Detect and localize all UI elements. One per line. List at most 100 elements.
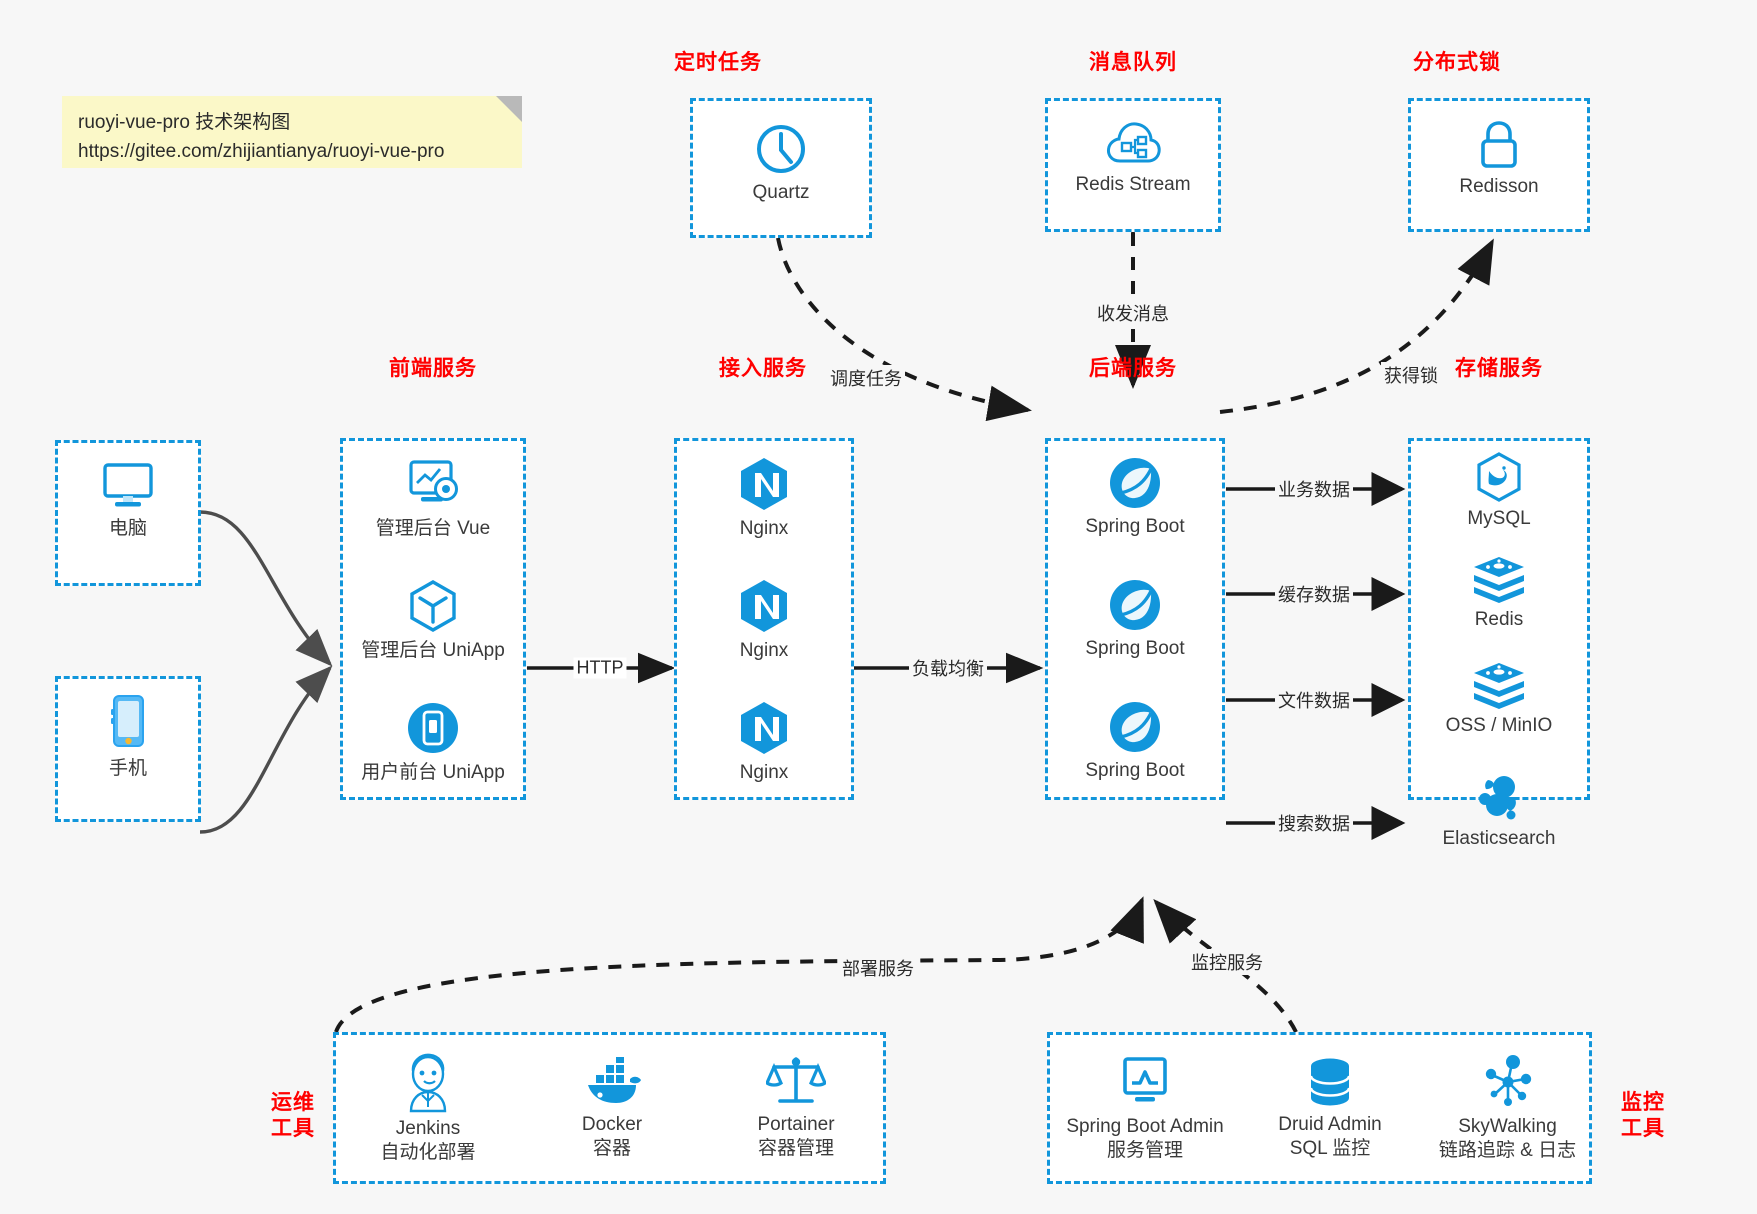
- cube-icon: [410, 580, 456, 632]
- node-quartz[interactable]: Quartz: [693, 121, 869, 205]
- group-title-backend: 后端服务: [1089, 357, 1177, 380]
- node-admin-vue[interactable]: 管理后台 Vue: [343, 455, 523, 541]
- node-spring-boot-admin[interactable]: Spring Boot Admin 服务管理: [1050, 1053, 1240, 1163]
- node-spring-boot-3[interactable]: Spring Boot: [1048, 699, 1222, 783]
- redis-icon: [1474, 557, 1524, 603]
- node-redis-stream[interactable]: Redis Stream: [1048, 117, 1218, 197]
- spring-boot-icon: [1110, 580, 1160, 630]
- node-label-redis: Redis: [1474, 609, 1524, 630]
- clock-icon: [757, 125, 805, 173]
- node-label-desktop: 电脑: [108, 518, 147, 539]
- node-label-elasticsearch: Elasticsearch: [1442, 828, 1556, 849]
- node-label-mysql: MySQL: [1467, 508, 1531, 529]
- node-user-uniapp[interactable]: 用户前台 UniApp: [343, 699, 523, 785]
- node-label-user-uniapp: 用户前台 UniApp: [361, 762, 505, 783]
- node-label-portainer: Portainer: [757, 1114, 835, 1135]
- desktop-icon: [103, 463, 153, 507]
- group-title-gateway: 接入服务: [719, 357, 807, 380]
- edge-clients-to-frontend-top: [199, 510, 333, 667]
- edge-label-search-data: 搜索数据: [1275, 810, 1353, 836]
- spring-boot-icon: [1110, 458, 1160, 508]
- node-label-skywalking: SkyWalking: [1458, 1116, 1557, 1137]
- node-nginx-3[interactable]: Nginx: [677, 699, 851, 785]
- node-nginx-1[interactable]: Nginx: [677, 455, 851, 541]
- note-line-1: ruoyi-vue-pro 技术架构图: [78, 112, 291, 133]
- edge-clients-to-frontend-bottom: [199, 665, 333, 834]
- node-skywalking[interactable]: SkyWalking 链路追踪 & 日志: [1420, 1053, 1595, 1163]
- edge-backend-to-lock: [1219, 238, 1494, 414]
- group-box-scheduled-task[interactable]: Quartz: [690, 98, 872, 238]
- group-box-ops-tools[interactable]: Jenkins 自动化部署 Docker 容器: [333, 1032, 886, 1184]
- monitor-title-line-1: 监控: [1621, 1091, 1665, 1114]
- spring-boot-icon: [1110, 702, 1160, 752]
- node-nginx-2[interactable]: Nginx: [677, 577, 851, 663]
- edge-label-schedule-task: 调度任务: [827, 365, 905, 391]
- node-phone[interactable]: 手机: [58, 693, 198, 781]
- group-box-client-desktop[interactable]: 电脑: [55, 440, 201, 586]
- node-label-docker: Docker: [581, 1114, 643, 1135]
- node-sub-portainer: 容器管理: [757, 1137, 834, 1159]
- group-title-message-queue: 消息队列: [1089, 51, 1177, 74]
- node-jenkins[interactable]: Jenkins 自动化部署: [336, 1051, 520, 1165]
- node-portainer[interactable]: Portainer 容器管理: [704, 1053, 888, 1161]
- edge-ops-to-backend: [334, 896, 1144, 1033]
- nginx-icon: [741, 702, 787, 754]
- lock-icon: [1481, 121, 1517, 168]
- redis-icon: [1474, 663, 1524, 709]
- group-box-monitor-tools[interactable]: Spring Boot Admin 服务管理 Druid Admin SQL 监…: [1047, 1032, 1592, 1184]
- node-oss-minio[interactable]: OSS / MinIO: [1411, 662, 1587, 738]
- group-box-storage[interactable]: MySQL Redis: [1408, 438, 1590, 849]
- group-box-gateway[interactable]: Nginx Nginx Nginx: [674, 438, 854, 800]
- nginx-icon: [741, 458, 787, 510]
- node-spring-boot-1[interactable]: Spring Boot: [1048, 455, 1222, 539]
- dashboard-icon: [409, 460, 458, 502]
- node-label-nginx-3: Nginx: [739, 762, 789, 783]
- mysql-icon: [1477, 452, 1521, 502]
- node-spring-boot-2[interactable]: Spring Boot: [1048, 577, 1222, 661]
- edge-label-send-receive-message: 收发消息: [1094, 300, 1172, 326]
- group-box-message-queue[interactable]: Redis Stream: [1045, 98, 1221, 232]
- node-label-spring-boot-2: Spring Boot: [1085, 638, 1185, 659]
- node-label-redis-stream: Redis Stream: [1075, 174, 1191, 195]
- skywalking-icon: [1485, 1055, 1531, 1106]
- edge-label-acquire-lock: 获得锁: [1381, 362, 1441, 388]
- group-title-scheduled-task: 定时任务: [674, 51, 762, 74]
- node-label-oss-minio: OSS / MinIO: [1445, 715, 1553, 736]
- sticky-note: ruoyi-vue-pro 技术架构图 https://gitee.com/zh…: [62, 96, 522, 168]
- node-label-spring-boot-admin: Spring Boot Admin: [1066, 1116, 1224, 1137]
- ops-title-line-2: 工具: [271, 1117, 315, 1141]
- nginx-icon: [741, 580, 787, 632]
- node-sub-docker: 容器: [592, 1137, 631, 1159]
- node-sub-spring-boot-admin: 服务管理: [1106, 1139, 1183, 1161]
- group-box-frontend[interactable]: 管理后台 Vue 管理后台 UniApp 用户前台 UniApp: [340, 438, 526, 800]
- node-redis[interactable]: Redis: [1411, 556, 1587, 632]
- node-label-jenkins: Jenkins: [395, 1118, 461, 1139]
- node-label-redisson: Redisson: [1459, 176, 1539, 197]
- phone-icon: [111, 695, 144, 747]
- node-redisson[interactable]: Redisson: [1411, 117, 1587, 199]
- node-admin-uniapp[interactable]: 管理后台 UniApp: [343, 577, 523, 663]
- group-title-storage: 存储服务: [1455, 357, 1543, 380]
- group-title-ops-tools: 运维 工具: [262, 1090, 324, 1143]
- edge-label-business-data: 业务数据: [1275, 476, 1353, 502]
- database-icon: [1309, 1058, 1351, 1106]
- group-title-monitor-tools: 监控 工具: [1612, 1090, 1674, 1143]
- ops-title-line-1: 运维: [271, 1091, 315, 1114]
- edge-label-cache-data: 缓存数据: [1275, 581, 1353, 607]
- elasticsearch-icon: [1479, 776, 1516, 820]
- node-sub-skywalking: 链路追踪 & 日志: [1438, 1139, 1577, 1161]
- group-box-backend[interactable]: Spring Boot Spring Boot Spring Boot: [1045, 438, 1225, 800]
- group-box-distributed-lock[interactable]: Redisson: [1408, 98, 1590, 232]
- node-docker[interactable]: Docker 容器: [520, 1057, 704, 1161]
- group-box-client-phone[interactable]: 手机: [55, 676, 201, 822]
- node-label-spring-boot-1: Spring Boot: [1085, 516, 1185, 537]
- node-label-admin-vue: 管理后台 Vue: [375, 518, 491, 539]
- node-druid-admin[interactable]: Druid Admin SQL 监控: [1240, 1057, 1420, 1161]
- node-desktop[interactable]: 电脑: [58, 457, 198, 541]
- node-mysql[interactable]: MySQL: [1411, 451, 1587, 531]
- node-label-nginx-1: Nginx: [739, 518, 789, 539]
- scales-icon: [766, 1057, 826, 1103]
- node-elasticsearch[interactable]: Elasticsearch: [1411, 771, 1587, 851]
- cloud-queue-icon: [1107, 122, 1161, 163]
